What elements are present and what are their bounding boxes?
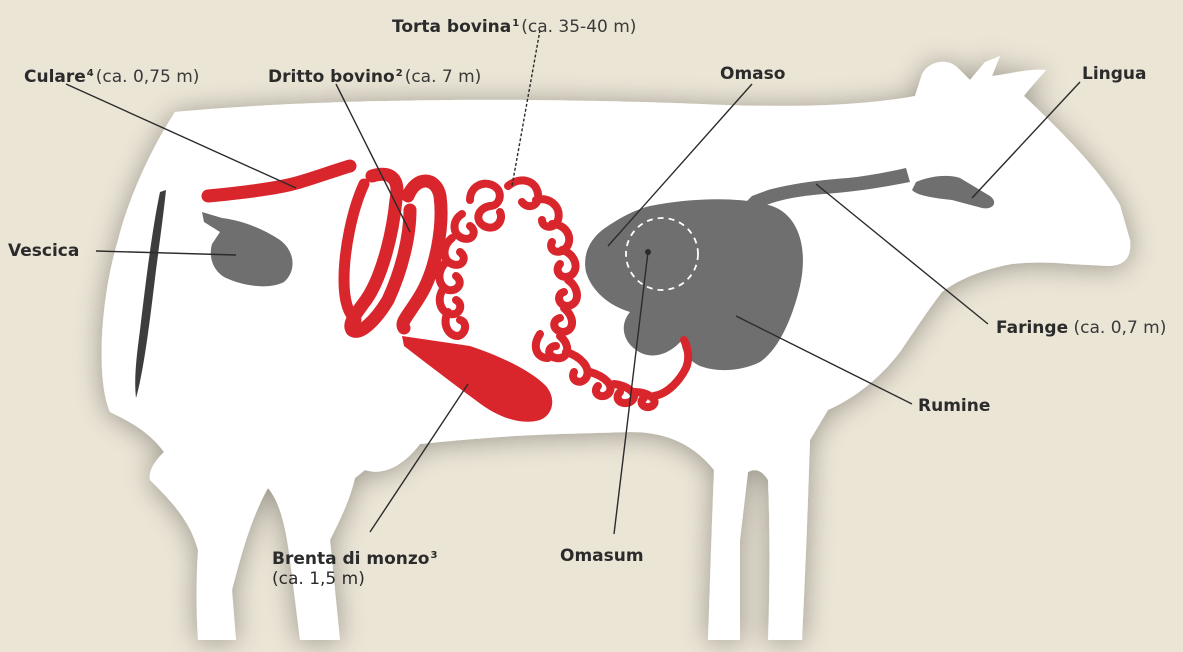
label-brenta-di-monzo-note: 3: [430, 550, 437, 561]
label-omaso-name: Omaso: [720, 64, 785, 84]
label-vescica-name: Vescica: [8, 241, 79, 261]
label-vescica: Vescica: [8, 241, 79, 261]
label-faringe: Faringe (ca. 0,7 m): [996, 318, 1166, 338]
label-torta-bovina-note: 1: [512, 18, 519, 29]
label-dritto-bovino: Dritto bovino2(ca. 7 m): [268, 64, 481, 87]
label-omaso: Omaso: [720, 64, 785, 84]
label-lingua: Lingua: [1082, 64, 1147, 84]
label-omasum: Omasum: [560, 546, 644, 566]
label-rumine: Rumine: [918, 396, 990, 416]
label-brenta-di-monzo-name: Brenta di monzo: [272, 549, 429, 569]
label-culare-measure: (ca. 0,75 m): [96, 67, 200, 87]
label-lingua-name: Lingua: [1082, 64, 1147, 84]
label-brenta-di-monzo: Brenta di monzo3 (ca. 1,5 m): [272, 546, 492, 589]
label-rumine-name: Rumine: [918, 396, 990, 416]
label-omasum-name: Omasum: [560, 546, 644, 566]
label-dritto-bovino-note: 2: [396, 68, 403, 79]
label-dritto-bovino-measure: (ca. 7 m): [405, 67, 482, 87]
label-culare-note: 4: [87, 68, 94, 79]
label-torta-bovina: Torta bovina1(ca. 35-40 m): [392, 14, 636, 37]
label-dritto-bovino-name: Dritto bovino: [268, 67, 395, 87]
label-torta-bovina-name: Torta bovina: [392, 17, 511, 37]
omasum-dot: [645, 249, 651, 255]
label-brenta-di-monzo-measure: (ca. 1,5 m): [272, 569, 492, 589]
label-torta-bovina-measure: (ca. 35-40 m): [521, 17, 636, 37]
label-faringe-name: Faringe: [996, 318, 1068, 338]
label-faringe-measure: (ca. 0,7 m): [1074, 318, 1167, 338]
label-culare-name: Culare: [24, 67, 86, 87]
label-culare: Culare4(ca. 0,75 m): [24, 64, 199, 87]
